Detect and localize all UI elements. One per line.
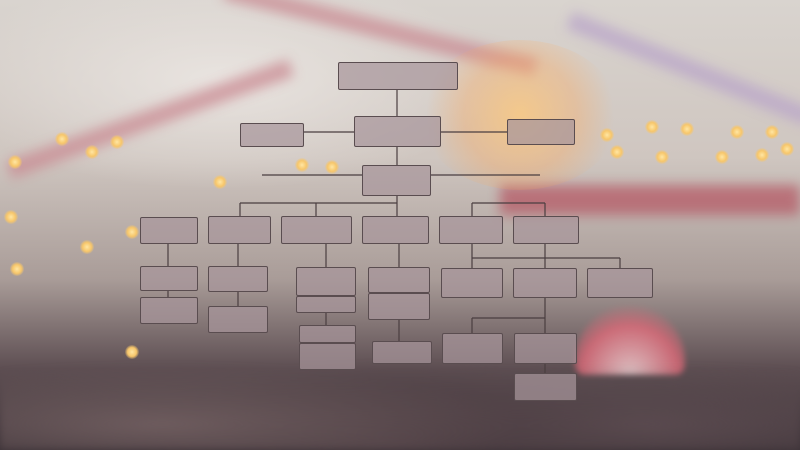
string-light [765,125,779,139]
org-node-l4-b2 [208,306,268,333]
org-node-l3-a [140,217,198,244]
string-light [295,158,309,172]
string-light [780,142,794,156]
string-light [213,175,227,189]
string-light [645,120,659,134]
org-node-l3-f [513,216,579,244]
org-node-l4-a2 [140,297,198,324]
org-node-l1-right [507,119,575,145]
org-node-l5-e2 [514,333,577,364]
tent-stripe [500,185,800,215]
org-node-l4-e1 [441,268,503,298]
org-node-l6-e2 [514,373,577,401]
org-node-l4-c2 [296,296,356,313]
string-light [8,155,22,169]
string-light [325,160,339,174]
org-node-l4-e2 [513,268,577,298]
org-node-root [338,62,458,90]
string-light [655,150,669,164]
string-light [85,145,99,159]
string-light [755,148,769,162]
string-light [680,122,694,136]
org-node-l4-c4 [299,343,356,370]
org-node-l3-d [362,216,429,244]
org-node-l4-d2 [368,293,430,320]
string-light [55,132,69,146]
string-light [10,262,24,276]
string-light [125,225,139,239]
org-node-l4-b1 [208,266,268,292]
org-node-l4-a1 [140,266,198,291]
string-light [715,150,729,164]
string-light [110,135,124,149]
org-node-l4-d1 [368,267,430,293]
string-light [730,125,744,139]
string-light [600,128,614,142]
org-node-l5-e1 [442,333,503,364]
string-light [4,210,18,224]
org-node-l3-e [439,216,503,244]
connector-group [167,90,621,373]
org-node-l1-left [240,123,304,147]
string-light [80,240,94,254]
string-light [610,145,624,159]
org-node-l4-e3 [587,268,653,298]
org-node-l3-b [208,216,271,244]
org-node-l3-c [281,216,352,244]
org-node-l4-c3 [299,325,356,343]
org-node-l4-c1 [296,267,356,296]
org-node-l2-center [362,165,431,196]
org-node-l4-d3 [372,341,432,364]
org-node-l1-center [354,116,441,147]
